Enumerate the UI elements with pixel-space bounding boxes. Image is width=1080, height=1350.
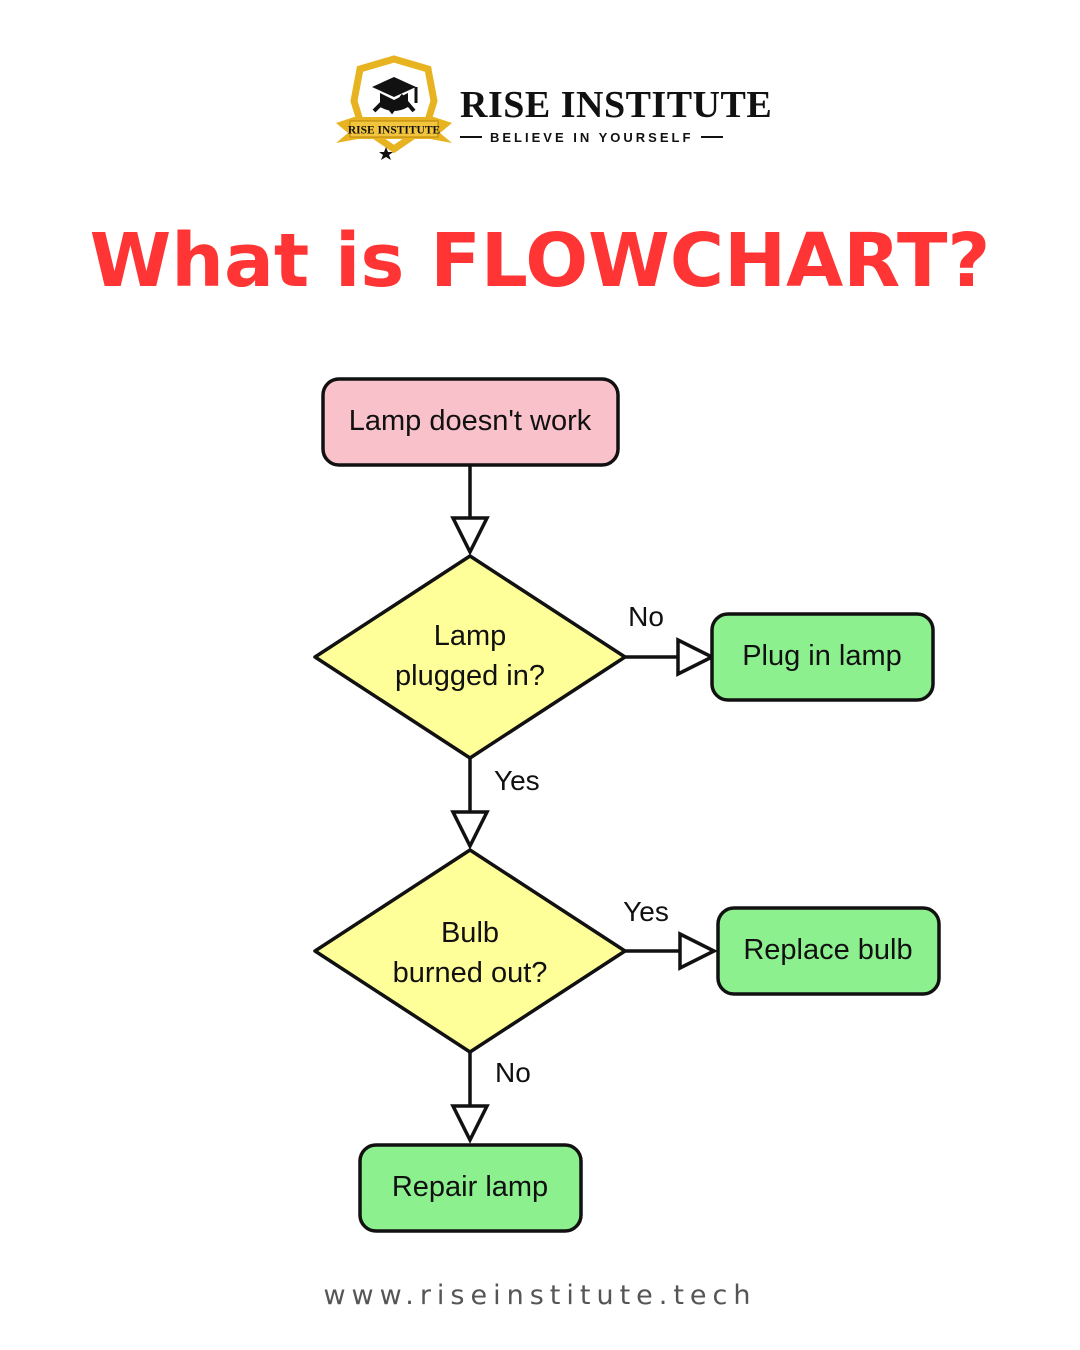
start-box xyxy=(321,377,620,467)
node-replace: Replace bulb xyxy=(716,906,941,996)
brand-header: RISE INSTITUTE RISE INSTITUTE BELIEVE IN… xyxy=(330,55,773,165)
tagline-left-rule xyxy=(460,136,482,138)
logo-ribbon-text: RISE INSTITUTE xyxy=(348,125,441,137)
footer-website-url[interactable]: www.riseinstitute.tech xyxy=(323,1280,757,1311)
node-q2: Bulb burned out? xyxy=(313,848,627,1054)
arrowhead-icon xyxy=(450,810,490,850)
arrowhead-icon xyxy=(676,637,716,677)
page-title: What is FLOWCHART? xyxy=(89,218,991,304)
brand-name: RISE INSTITUTE xyxy=(460,84,773,126)
node-q1-line1: Lamp xyxy=(434,620,507,652)
brand-tagline-text: BELIEVE IN YOURSELF xyxy=(490,129,694,145)
replace-box xyxy=(716,906,941,996)
node-repair: Repair lamp xyxy=(358,1143,583,1233)
edge-q1-no xyxy=(625,637,716,677)
node-repair-label: Repair lamp xyxy=(392,1171,548,1203)
brand-tagline: BELIEVE IN YOURSELF xyxy=(460,127,750,147)
arrowhead-icon xyxy=(450,516,490,556)
edge-label-q2-no: No xyxy=(495,1057,531,1088)
decision-diamond-q2 xyxy=(313,848,627,1054)
edge-start-to-q1 xyxy=(450,465,490,556)
edge-label-q1-yes: Yes xyxy=(494,765,540,796)
node-q1-line2: plugged in? xyxy=(395,660,545,692)
edge-label-q2-yes: Yes xyxy=(623,896,669,927)
node-plug-label: Plug in lamp xyxy=(742,640,902,672)
arrowhead-icon xyxy=(450,1104,490,1144)
edge-q2-yes xyxy=(625,931,718,971)
node-q1: Lamp plugged in? xyxy=(313,554,627,760)
repair-box xyxy=(358,1143,583,1233)
node-q2-line1: Bulb xyxy=(441,917,499,949)
rise-institute-logo-icon: RISE INSTITUTE xyxy=(336,55,452,160)
edge-q1-yes xyxy=(450,758,490,850)
edge-q2-no xyxy=(450,1052,490,1144)
node-replace-label: Replace bulb xyxy=(743,934,912,966)
node-q2-line2: burned out? xyxy=(393,957,548,989)
arrowhead-icon xyxy=(678,931,718,971)
node-start-label: Lamp doesn't work xyxy=(349,405,592,437)
node-start: Lamp doesn't work xyxy=(321,377,620,467)
node-plug: Plug in lamp xyxy=(710,612,935,702)
plug-box xyxy=(710,612,935,702)
edge-label-q1-no: No xyxy=(628,601,664,632)
tagline-right-rule xyxy=(701,136,724,138)
decision-diamond-q1 xyxy=(313,554,627,760)
